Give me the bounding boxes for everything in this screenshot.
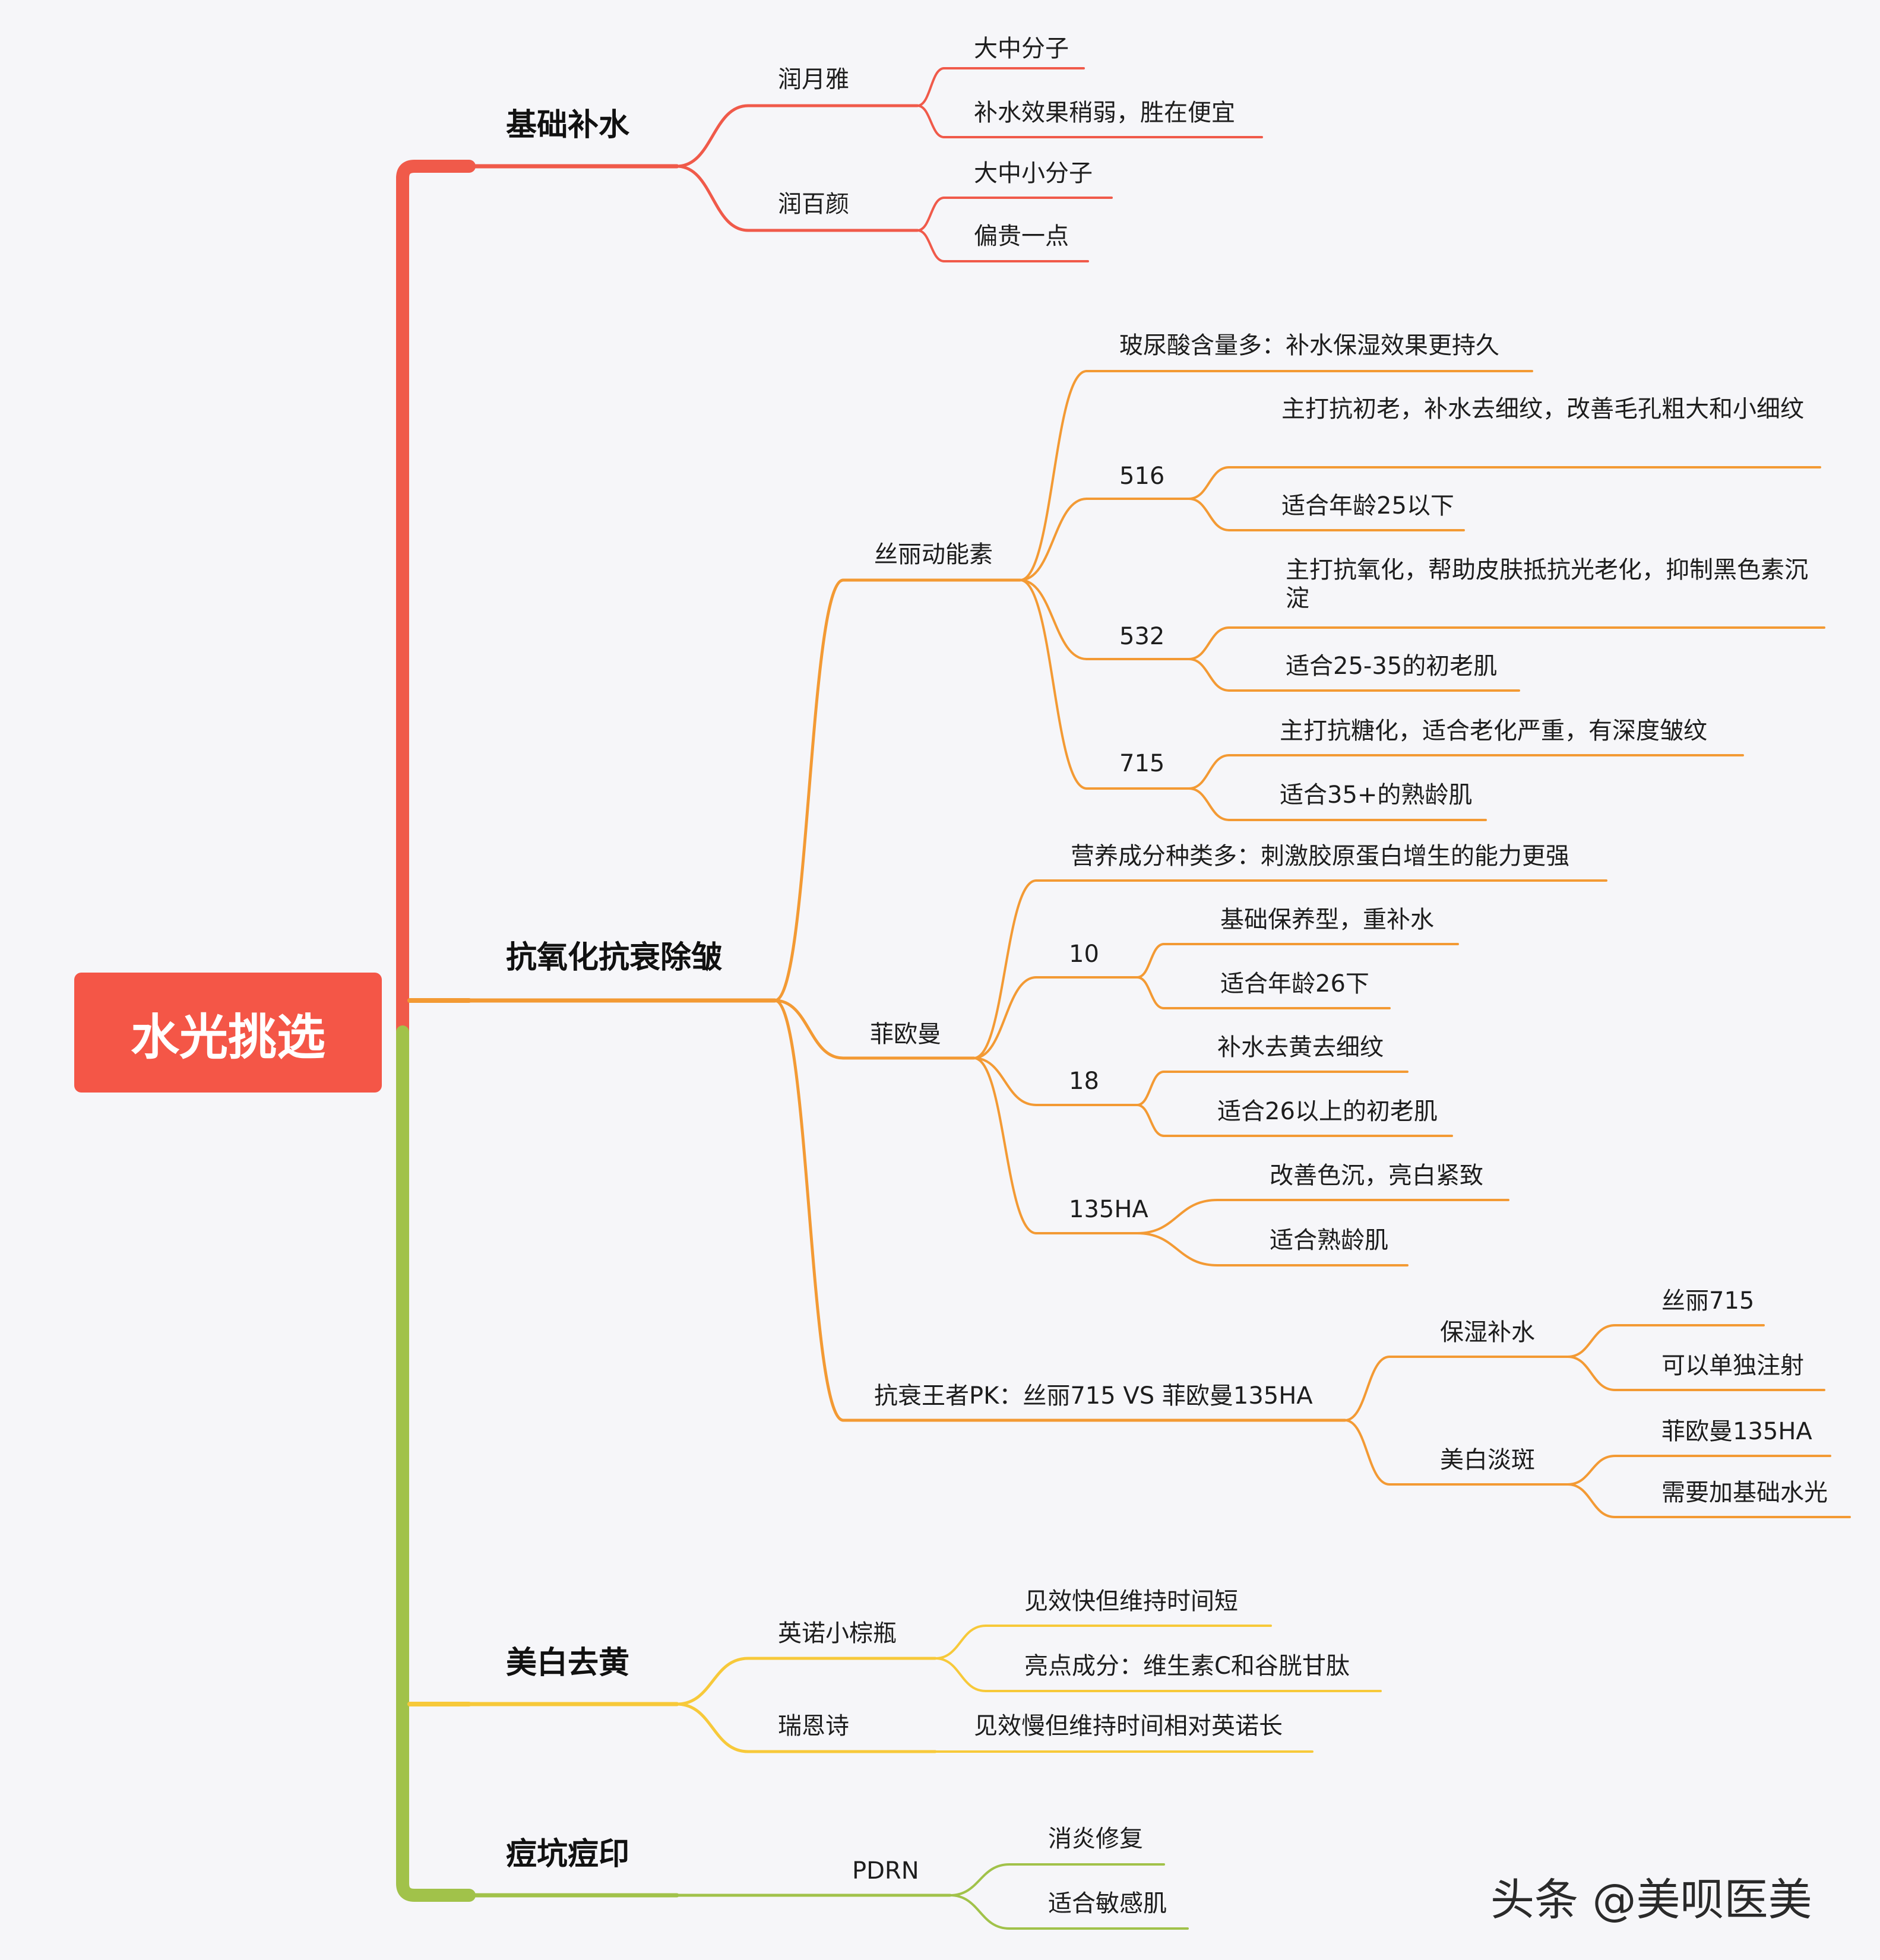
connector-1-1-1-0 [1136,943,1165,979]
watermark: 头条 @美呗医美 [1490,1874,1812,1926]
topic-1-2-0-0[interactable]: 丝丽715 [1661,1287,1755,1315]
topic-1-2[interactable]: 抗衰王者PK：丝丽715 VS 菲欧曼135HA [874,1382,1313,1410]
topic-0-0-1[interactable]: 补水效果稍弱，胜在便宜 [974,99,1235,126]
topic-1-2-0-1[interactable]: 可以单独注射 [1661,1352,1804,1379]
connector-1-0-3 [1019,579,1088,790]
connector-2-0-1 [934,1657,987,1692]
topic-3[interactable]: 痘坑痘印 [506,1836,630,1872]
connector-2-1 [675,1702,750,1753]
topic-1-0-1-0[interactable]: 主打抗初老，补水去细纹，改善毛孔粗大和小细纹 [1281,395,1804,423]
topic-0-1[interactable]: 润百颜 [778,191,849,218]
connector-1-0-3-1 [1188,787,1230,821]
topic-1-0[interactable]: 丝丽动能素 [874,541,993,568]
topic-1-1-1[interactable]: 10 [1069,941,1099,968]
topic-2-1-0[interactable]: 见效慢但维持时间相对英诺长 [974,1712,1283,1740]
topic-1-0-2[interactable]: 532 [1119,623,1165,650]
topic-2-0[interactable]: 英诺小棕瓶 [778,1620,897,1647]
connector-1-0-3-0 [1188,754,1230,790]
topic-1-0-3-0[interactable]: 主打抗糖化，适合老化严重，有深度皱纹 [1280,717,1707,745]
topic-1-0-3[interactable]: 715 [1119,750,1165,777]
connector-1-1 [773,999,845,1060]
topic-0-0[interactable]: 润月雅 [778,66,849,93]
connector-1-1-0 [973,879,1037,1059]
connector-1-0-1-1 [1188,498,1230,531]
topic-1-0-3-1[interactable]: 适合35+的熟龄肌 [1280,781,1473,809]
topic-1-1-1-1[interactable]: 适合年龄26下 [1220,970,1369,998]
topic-1-0-1[interactable]: 516 [1119,463,1165,490]
topic-1-2-1-0[interactable]: 菲欧曼135HA [1661,1418,1812,1445]
connector-1-0-1 [1019,498,1088,581]
connector-1-2-1-1 [1566,1483,1616,1518]
connector-1-2-0-0 [1566,1324,1616,1358]
connector-3-0-0 [949,1863,1011,1896]
connector-1-1-2-0 [1136,1071,1165,1106]
topic-1-0-0[interactable]: 玻尿酸含量多：补水保湿效果更持久 [1119,332,1499,359]
topic-1-0-1-1[interactable]: 适合年龄25以下 [1281,492,1454,520]
connector-1-0-0 [1019,370,1088,581]
connector-1-1-1-1 [1136,976,1165,1009]
connector-3-0-1 [949,1894,1011,1930]
connector-0-0-1 [916,105,945,138]
topic-0[interactable]: 基础补水 [506,107,630,143]
connector-1-1-2 [973,1057,1037,1106]
connector-0-1-0 [916,197,945,232]
topic-1-1-2-0[interactable]: 补水去黄去细纹 [1217,1034,1384,1061]
topic-1-1-3-0[interactable]: 改善色沉，亮白紧致 [1270,1162,1483,1189]
connector-1-0 [773,578,845,1002]
connector-0-0 [675,104,750,168]
connector-1-2-0-1 [1566,1356,1616,1391]
topic-1-1-2[interactable]: 18 [1069,1068,1099,1095]
root-topic[interactable]: 水光挑选 [74,973,382,1093]
topic-1-1-0[interactable]: 营养成分种类多：刺激胶原蛋白增生的能力更强 [1071,843,1569,870]
connector-2-0-0 [934,1625,987,1660]
topic-1[interactable]: 抗氧化抗衰除皱 [506,940,723,976]
topic-1-1[interactable]: 菲欧曼 [870,1021,941,1048]
connector-1-0-2 [1019,579,1088,660]
topic-1-1-1-0[interactable]: 基础保养型，重补水 [1220,906,1434,933]
topic-3-0-0[interactable]: 消炎修复 [1048,1825,1143,1853]
topic-1-0-2-0[interactable]: 主打抗氧化，帮助皮肤抵抗光老化，抑制黑色素沉淀 [1286,556,1808,612]
topic-1-1-3-1[interactable]: 适合熟龄肌 [1270,1227,1388,1254]
connector-1-2-1 [1344,1419,1391,1486]
connector-1-1-2-1 [1136,1104,1165,1137]
topic-2-1[interactable]: 瑞恩诗 [778,1712,849,1740]
trunk-hydration [396,160,476,185]
topic-0-1-1[interactable]: 偏贵一点 [974,223,1069,250]
connector-1-2-0 [1344,1356,1391,1421]
topic-3-0-1[interactable]: 适合敏感肌 [1048,1890,1167,1917]
connector-1-0-2-0 [1188,626,1230,660]
connector-1-2 [773,999,845,1422]
connector-1-0-2-1 [1188,658,1230,692]
topic-1-0-2-1[interactable]: 适合25-35的初老肌 [1286,653,1498,680]
connector-0-1 [675,164,750,232]
topic-2-0-1[interactable]: 亮点成分：维生素C和谷胱甘肽 [1024,1652,1350,1680]
connector-0-1-1 [916,229,945,262]
topic-2[interactable]: 美白去黄 [506,1645,630,1681]
topic-0-1-0[interactable]: 大中小分子 [974,160,1093,187]
topic-2-0-0[interactable]: 见效快但维持时间短 [1024,1588,1238,1615]
connector-1-1-1 [973,976,1037,1059]
topic-3-0[interactable]: PDRN [852,1857,919,1885]
topic-1-2-0[interactable]: 保湿补水 [1440,1319,1535,1346]
topic-1-1-2-1[interactable]: 适合26以上的初老肌 [1217,1098,1438,1125]
connector-1-1-3-0 [1136,1199,1218,1234]
connector-2-0 [675,1657,750,1706]
topic-1-2-1[interactable]: 美白淡斑 [1440,1446,1535,1474]
topic-0-0-0[interactable]: 大中分子 [974,35,1069,62]
connector-0-0-0 [916,67,945,107]
topic-1-2-1-1[interactable]: 需要加基础水光 [1661,1479,1828,1506]
connector-1-1-3-1 [1136,1232,1218,1266]
connector-1-1-3 [973,1057,1037,1234]
connector-1-0-1-0 [1188,466,1230,500]
topic-1-1-3[interactable]: 135HA [1069,1196,1148,1223]
connector-1-2-1-0 [1566,1455,1616,1486]
trunk-lower [396,1025,476,1902]
